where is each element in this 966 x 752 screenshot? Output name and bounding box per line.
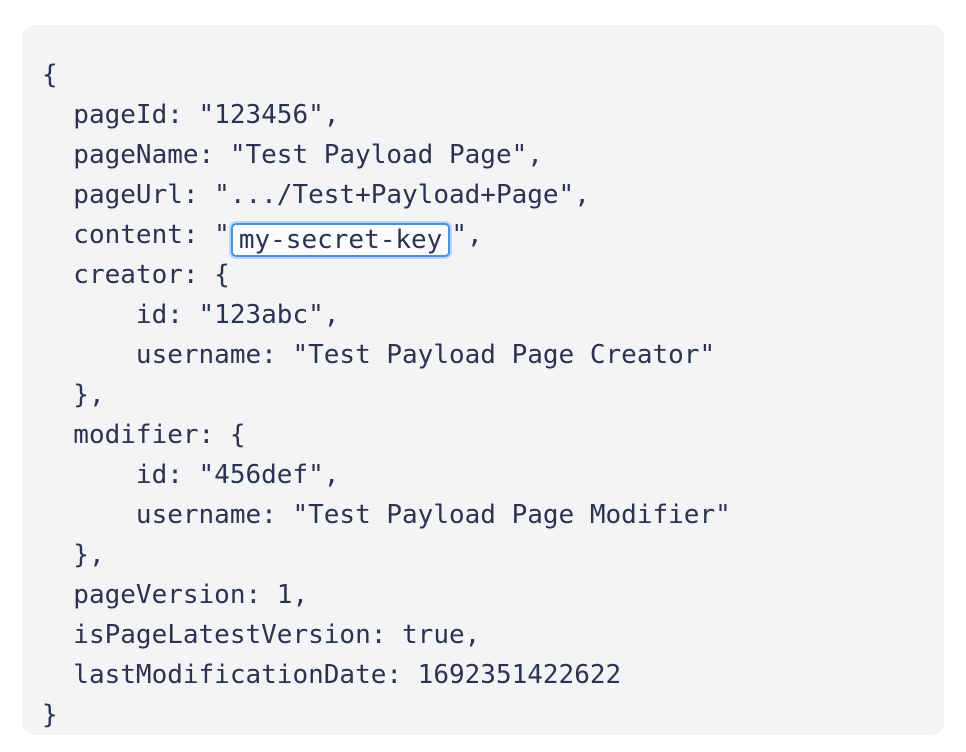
content-value-suffix: ", (451, 220, 483, 250)
code-line-creator-id: id: "123abc", (42, 300, 340, 330)
code-line-page-version: pageVersion: 1, (42, 580, 309, 610)
code-line-creator-open: creator: { (42, 260, 230, 290)
content-key-prefix: content: " (42, 220, 230, 250)
code-line-creator-username: username: "Test Payload Page Creator" (42, 340, 716, 370)
code-line-modifier-open: modifier: { (42, 420, 246, 450)
code-line-last-modification-date: lastModificationDate: 1692351422622 (42, 660, 622, 690)
code-line-page-url: pageUrl: ".../Test+Payload+Page", (42, 180, 590, 210)
code-line-is-page-latest-version: isPageLatestVersion: true, (42, 620, 481, 650)
code-line-modifier-close: }, (42, 540, 105, 570)
code-line-page-id: pageId: "123456", (42, 100, 340, 130)
secret-value-highlight[interactable]: my-secret-key (230, 223, 451, 257)
json-payload-panel: { pageId: "123456", pageName: "Test Payl… (22, 25, 944, 735)
json-code-block: { pageId: "123456", pageName: "Test Payl… (22, 55, 944, 735)
code-line-close-brace: } (42, 700, 58, 730)
code-line-modifier-id: id: "456def", (42, 460, 340, 490)
code-line-content: content: "my-secret-key", (22, 215, 944, 257)
code-line-creator-close: }, (42, 380, 105, 410)
code-line-modifier-username: username: "Test Payload Page Modifier" (42, 500, 731, 530)
code-line-open-brace: { (42, 60, 58, 90)
code-line-page-name: pageName: "Test Payload Page", (42, 140, 543, 170)
json-code: { pageId: "123456", pageName: "Test Payl… (22, 55, 944, 735)
